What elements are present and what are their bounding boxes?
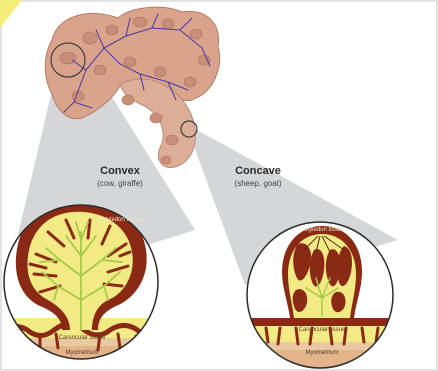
concave-myometrium-label: Myometrium (292, 350, 352, 356)
concave-cotyledon-label: Cotyledon tissue (292, 227, 352, 233)
convex-subtitle: (cow, giraffe) (80, 179, 160, 188)
convex-cotyledon-label: Cotyledon tissue (90, 217, 150, 223)
convex-myometrium-label: Myometrium (52, 350, 112, 356)
corner-accent (0, 0, 22, 28)
concave-title: Concave (218, 165, 298, 177)
convex-title: Convex (80, 165, 160, 177)
concave-caruncle-label: Caruncular tissue (290, 327, 354, 333)
convex-caruncle-label: Caruncular tissue (50, 335, 114, 341)
concave-subtitle: (sheep, goat) (218, 179, 298, 188)
